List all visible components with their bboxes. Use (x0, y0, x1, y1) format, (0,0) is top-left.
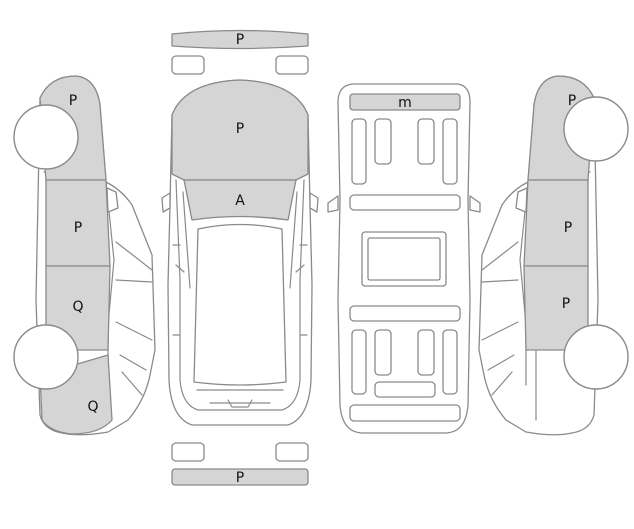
left-front-fender-label: P (69, 93, 77, 109)
right-mirror-interior (469, 195, 481, 213)
hood-label: P (236, 121, 244, 137)
rear-bumper-label: P (236, 470, 244, 486)
right-rear-wheel[interactable] (563, 324, 629, 390)
hood-panel[interactable]: P (171, 79, 309, 181)
left-mirror-top (161, 192, 171, 213)
rear-right-taillight[interactable] (275, 442, 309, 462)
rear-left-taillight[interactable] (171, 442, 205, 462)
left-front-door[interactable]: P (45, 179, 111, 267)
right-front-door[interactable]: P (523, 179, 589, 267)
front-bumper[interactable]: P (171, 29, 309, 50)
right-front-door-label: P (564, 220, 572, 236)
right-mirror-side (515, 187, 528, 213)
car-interior-view (327, 83, 481, 434)
left-rear-door-label: Q (72, 299, 83, 315)
left-rear-wheel[interactable] (13, 324, 79, 390)
windshield-panel[interactable]: A (183, 179, 297, 221)
rear-bumper[interactable]: P (171, 468, 309, 486)
right-front-fender-label: P (568, 93, 576, 109)
front-right-headlight[interactable] (275, 55, 309, 75)
roof-rail-label: m (398, 95, 412, 111)
front-left-headlight[interactable] (171, 55, 205, 75)
left-mirror-interior (327, 195, 339, 213)
roof-rail-panel[interactable]: m (349, 93, 461, 111)
front-bumper-label: P (236, 32, 244, 48)
roof-panel[interactable] (193, 223, 287, 386)
left-mirror-side (106, 187, 119, 213)
right-mirror-top (309, 192, 319, 213)
left-rear-quarter-label: Q (87, 399, 98, 415)
right-rear-door-label: P (562, 296, 570, 312)
left-front-door-label: P (74, 220, 82, 236)
left-front-wheel[interactable] (13, 104, 79, 170)
right-front-wheel[interactable] (563, 96, 629, 162)
windshield-label: A (235, 193, 245, 209)
